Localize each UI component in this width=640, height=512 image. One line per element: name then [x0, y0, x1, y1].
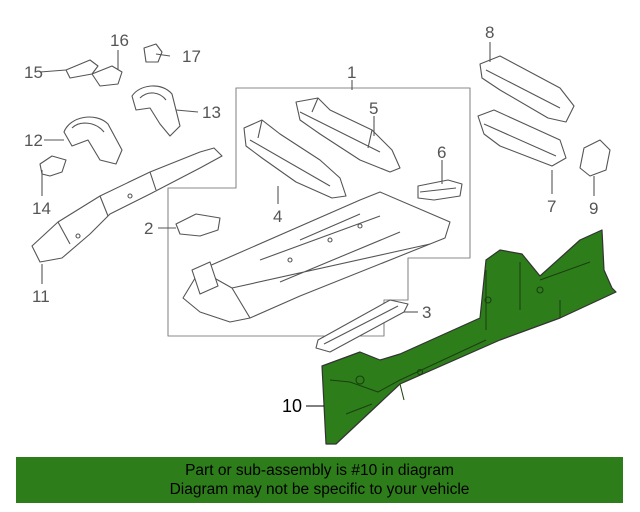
callout-6: 6 [437, 143, 446, 162]
callout-12: 12 [24, 131, 43, 150]
bracket-part-2[interactable] [175, 213, 221, 237]
banner-line-2: Diagram may not be specific to your vehi… [169, 481, 470, 498]
callout-17: 17 [182, 47, 201, 66]
callout-4: 4 [273, 207, 282, 226]
info-banner: Part or sub-assembly is #10 in diagram D… [16, 457, 623, 503]
side-sill-highlighted-part[interactable] [321, 229, 617, 445]
bracket-part-14[interactable] [39, 155, 67, 177]
callout-8: 8 [485, 23, 494, 42]
banner-line-1: Part or sub-assembly is #10 in diagram [185, 462, 454, 479]
front-rail-part[interactable] [31, 147, 223, 263]
bracket-part-6[interactable] [417, 179, 463, 201]
callout-15: 15 [24, 63, 43, 82]
rear-rail-part-7[interactable] [477, 109, 567, 167]
callout-13: 13 [202, 103, 221, 122]
callout-labels: 1 5 4 6 3 2 11 12 14 15 16 17 13 8 7 9 1… [24, 23, 598, 416]
crossmember-lower-part[interactable] [243, 119, 347, 199]
floor-pan-part[interactable] [182, 191, 451, 323]
wheelhouse-part[interactable] [63, 116, 123, 165]
callout-5: 5 [369, 99, 378, 118]
callout-3: 3 [422, 303, 431, 322]
clip-part-17[interactable] [143, 43, 163, 63]
callout-2: 2 [144, 219, 153, 238]
parts-diagram: 1 5 4 6 3 2 11 12 14 15 16 17 13 8 7 9 1… [24, 23, 617, 445]
bracket-part-9[interactable] [579, 139, 611, 177]
leader-lines [39, 42, 595, 407]
callout-9: 9 [589, 199, 598, 218]
bracket-part-16[interactable] [91, 65, 123, 87]
callout-7: 7 [547, 197, 556, 216]
callout-1: 1 [347, 63, 356, 82]
wheelhouse-upper-part[interactable] [131, 85, 181, 137]
callout-14: 14 [32, 199, 51, 218]
rear-rail-part-8[interactable] [479, 55, 575, 123]
callout-11: 11 [32, 287, 50, 306]
bracket-part-15[interactable] [65, 59, 99, 79]
callout-16: 16 [110, 31, 129, 50]
callout-10: 10 [282, 396, 302, 416]
crossmember-upper-part[interactable] [295, 97, 401, 173]
